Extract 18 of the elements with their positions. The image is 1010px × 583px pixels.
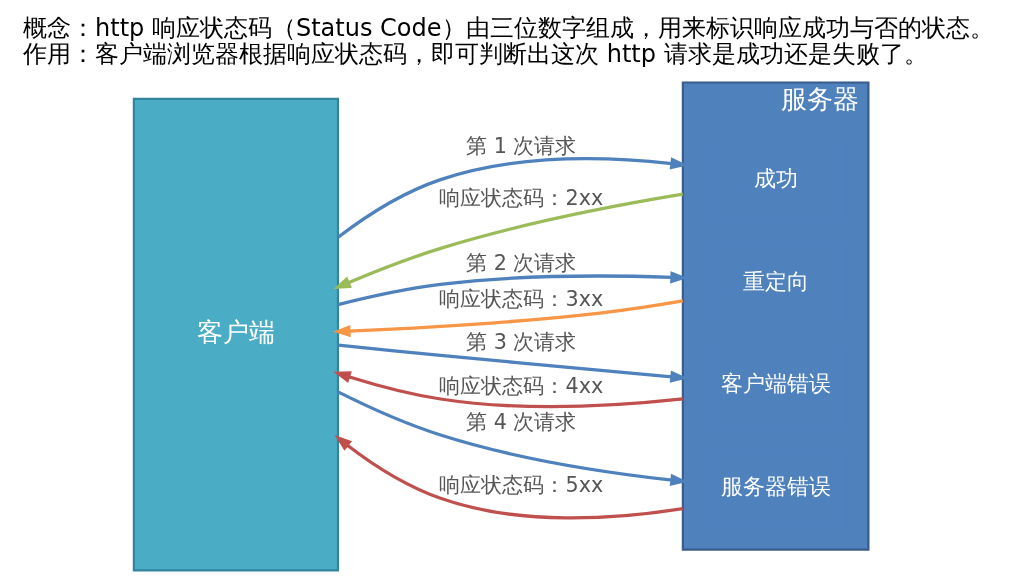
edge-label: 响应状态码：2xx (438, 185, 603, 210)
edge-label: 第 1 次请求 (465, 133, 577, 158)
arrow (334, 435, 683, 520)
edge-label: 响应状态码：5xx (438, 472, 603, 497)
arrow (332, 192, 683, 290)
edge-label: 第 3 次请求 (465, 330, 577, 355)
caption: 作用：客户端浏览器根据响应状态码，即可判断出这次 http 请求是成功还是失败了。 (22, 40, 928, 69)
node-text: 重定向 (742, 268, 809, 294)
arrow (332, 299, 683, 338)
edge-label: 第 2 次请求 (465, 251, 577, 276)
node-text: 服务器错误 (720, 473, 831, 499)
arrow (332, 371, 683, 409)
node-box: 客户端 (132, 97, 339, 572)
edge-label: 响应状态码：3xx (438, 287, 603, 312)
edge-label: 第 4 次请求 (465, 409, 577, 434)
node-text: 成功 (753, 166, 798, 192)
node-text: 客户端错误 (720, 371, 831, 397)
edge-label: 响应状态码：4xx (438, 373, 603, 398)
